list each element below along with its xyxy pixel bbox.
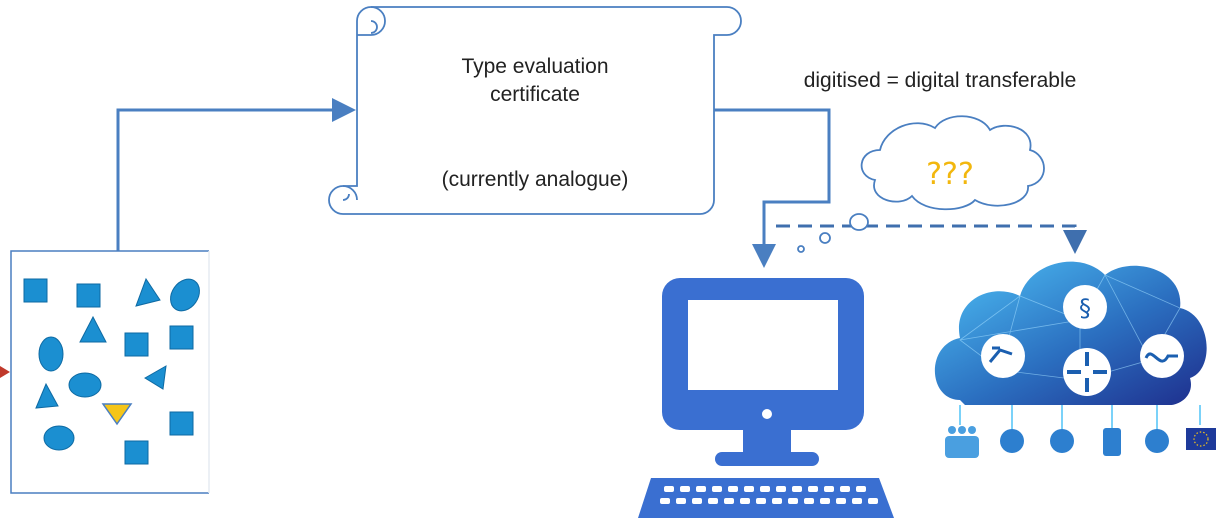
cloud-database-icon	[1103, 428, 1121, 456]
ellipse-shape	[43, 425, 75, 451]
triangle-shape	[135, 277, 161, 307]
ellipse-shape	[170, 278, 200, 312]
square-shape	[124, 332, 149, 357]
square-shape	[169, 411, 194, 436]
cloud-section-icon	[1063, 285, 1107, 329]
ellipse-shape	[68, 372, 102, 398]
square-shape	[169, 325, 194, 350]
square-shape	[124, 440, 149, 465]
cloud-people-icon	[945, 426, 979, 458]
cloud-gauge-icon	[1000, 429, 1024, 453]
cloud-converge-icon	[1063, 348, 1111, 396]
certificate-status: (currently analogue)	[441, 168, 629, 191]
highlighted-triangle	[101, 403, 133, 426]
transfer-label: digitised = digital transferable	[803, 69, 1077, 92]
thought-bubble	[797, 115, 1045, 253]
cloud-wave-icon	[1140, 334, 1184, 378]
eu-flag-icon	[1186, 428, 1216, 450]
triangle-shape	[144, 365, 167, 390]
cloud-icon: §	[934, 261, 1216, 458]
cloud-network-icon	[1050, 429, 1074, 453]
certificate-title-line1: Type evaluation	[461, 55, 609, 78]
section-symbol: §	[1079, 294, 1091, 322]
certificate-scroll	[328, 6, 742, 215]
triangle-shape	[79, 315, 107, 343]
question-marks: ???	[926, 157, 974, 192]
certificate-title-line2: certificate	[490, 83, 580, 106]
triangle-shape	[35, 382, 59, 409]
square-shape	[76, 283, 101, 308]
cloud-ra-icon	[1145, 429, 1169, 453]
incoming-arrow	[0, 366, 10, 378]
connector-box-to-certificate	[116, 98, 356, 251]
ellipse-shape	[38, 336, 64, 372]
square-shape	[23, 278, 48, 303]
computer-icon	[638, 278, 894, 518]
specimen-box	[10, 250, 210, 494]
dashed-connector-to-cloud	[776, 224, 1087, 254]
cloud-inspection-icon	[981, 334, 1025, 378]
connector-certificate-to-computer	[714, 108, 831, 268]
